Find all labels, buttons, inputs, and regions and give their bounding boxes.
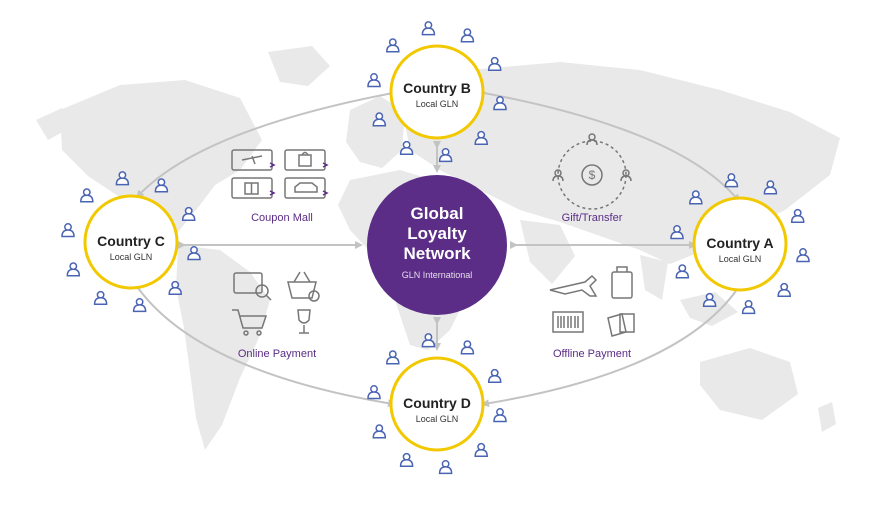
category-gift-transfer: Gift/Transfer [561,212,623,224]
ring-arrow-ba [478,88,740,203]
shopping-bags-icon [607,313,635,337]
shopping-bag-coupon-icon [284,149,326,171]
wine-glass-icon [297,309,311,334]
person-icon [367,73,381,88]
hub-title-line-1: Global [410,204,464,223]
person-icon [552,169,564,182]
node-title-country-c: Country C [97,233,165,249]
person-icon [438,459,453,475]
person-icon [367,385,381,400]
person-icon [777,282,791,298]
person-icon [66,262,81,277]
person-icon [796,248,810,263]
person-icon [460,340,475,355]
node-subtitle-country-c: Local GLN [109,252,153,262]
person-icon [61,223,75,238]
luggage-icon [611,266,633,299]
node-title-country-d: Country D [403,395,471,411]
person-icon [790,208,805,224]
country-nodes [83,44,788,452]
person-icon [386,38,400,53]
category-offline-payment: Offline Payment [552,348,632,360]
node-subtitle-country-a: Local GLN [718,254,762,264]
node-subtitle-country-d: Local GLN [415,414,459,424]
node-title-country-a: Country A [706,235,774,251]
hub-subtitle: GLN International [401,270,473,280]
hub-spokes [178,141,697,351]
barcode-icon [552,311,584,333]
node-circle-country-a [692,196,788,292]
online-payment-icons [232,271,320,336]
coupon-mall-icons [231,149,329,199]
person-icon [586,133,598,146]
node-circle-country-b [389,44,485,140]
node-title-country-b: Country B [403,80,471,96]
category-coupon-mall: Coupon Mall [251,212,313,224]
person-icon [487,368,502,384]
person-icon [487,56,502,72]
person-icon [493,408,507,423]
person-icon [132,297,147,313]
person-icon [675,264,690,279]
airplane-icon [549,274,598,297]
person-icon [93,290,108,306]
flight-coupon-icon [231,149,273,171]
hub-circle [367,175,507,315]
ring-arrow-ad [481,281,745,408]
person-icon [80,188,94,203]
person-icon [741,299,756,315]
person-icon [421,21,436,36]
svg-text:$: $ [589,168,596,182]
person-icon [399,452,414,468]
car-coupon-icon [284,177,326,199]
node-subtitle-country-b: Local GLN [415,99,459,109]
person-icon [386,350,400,365]
person-icon [460,28,475,43]
person-icon [372,424,387,439]
shopping-basket-add-icon [287,271,320,302]
hub-title-line-2: Loyalty [407,224,467,243]
gift-transfer-icons: $ [552,133,632,210]
shopping-cart-icon [232,309,268,336]
dollar-coin-icon: $ [581,164,603,186]
hub-title-line-3: Network [403,244,471,263]
ring-arrow-bc [135,88,399,199]
ring-arrow-cd [131,281,396,408]
gift-coupon-icon [231,177,273,199]
node-circle-country-c [83,194,179,290]
offline-payment-icons [549,266,635,337]
online-ticket-search-icon [233,272,272,301]
person-icon [474,442,488,458]
node-circle-country-d [389,356,485,452]
category-online-payment: Online Payment [237,348,317,360]
person-icon [620,169,632,182]
network-ring [131,88,745,408]
